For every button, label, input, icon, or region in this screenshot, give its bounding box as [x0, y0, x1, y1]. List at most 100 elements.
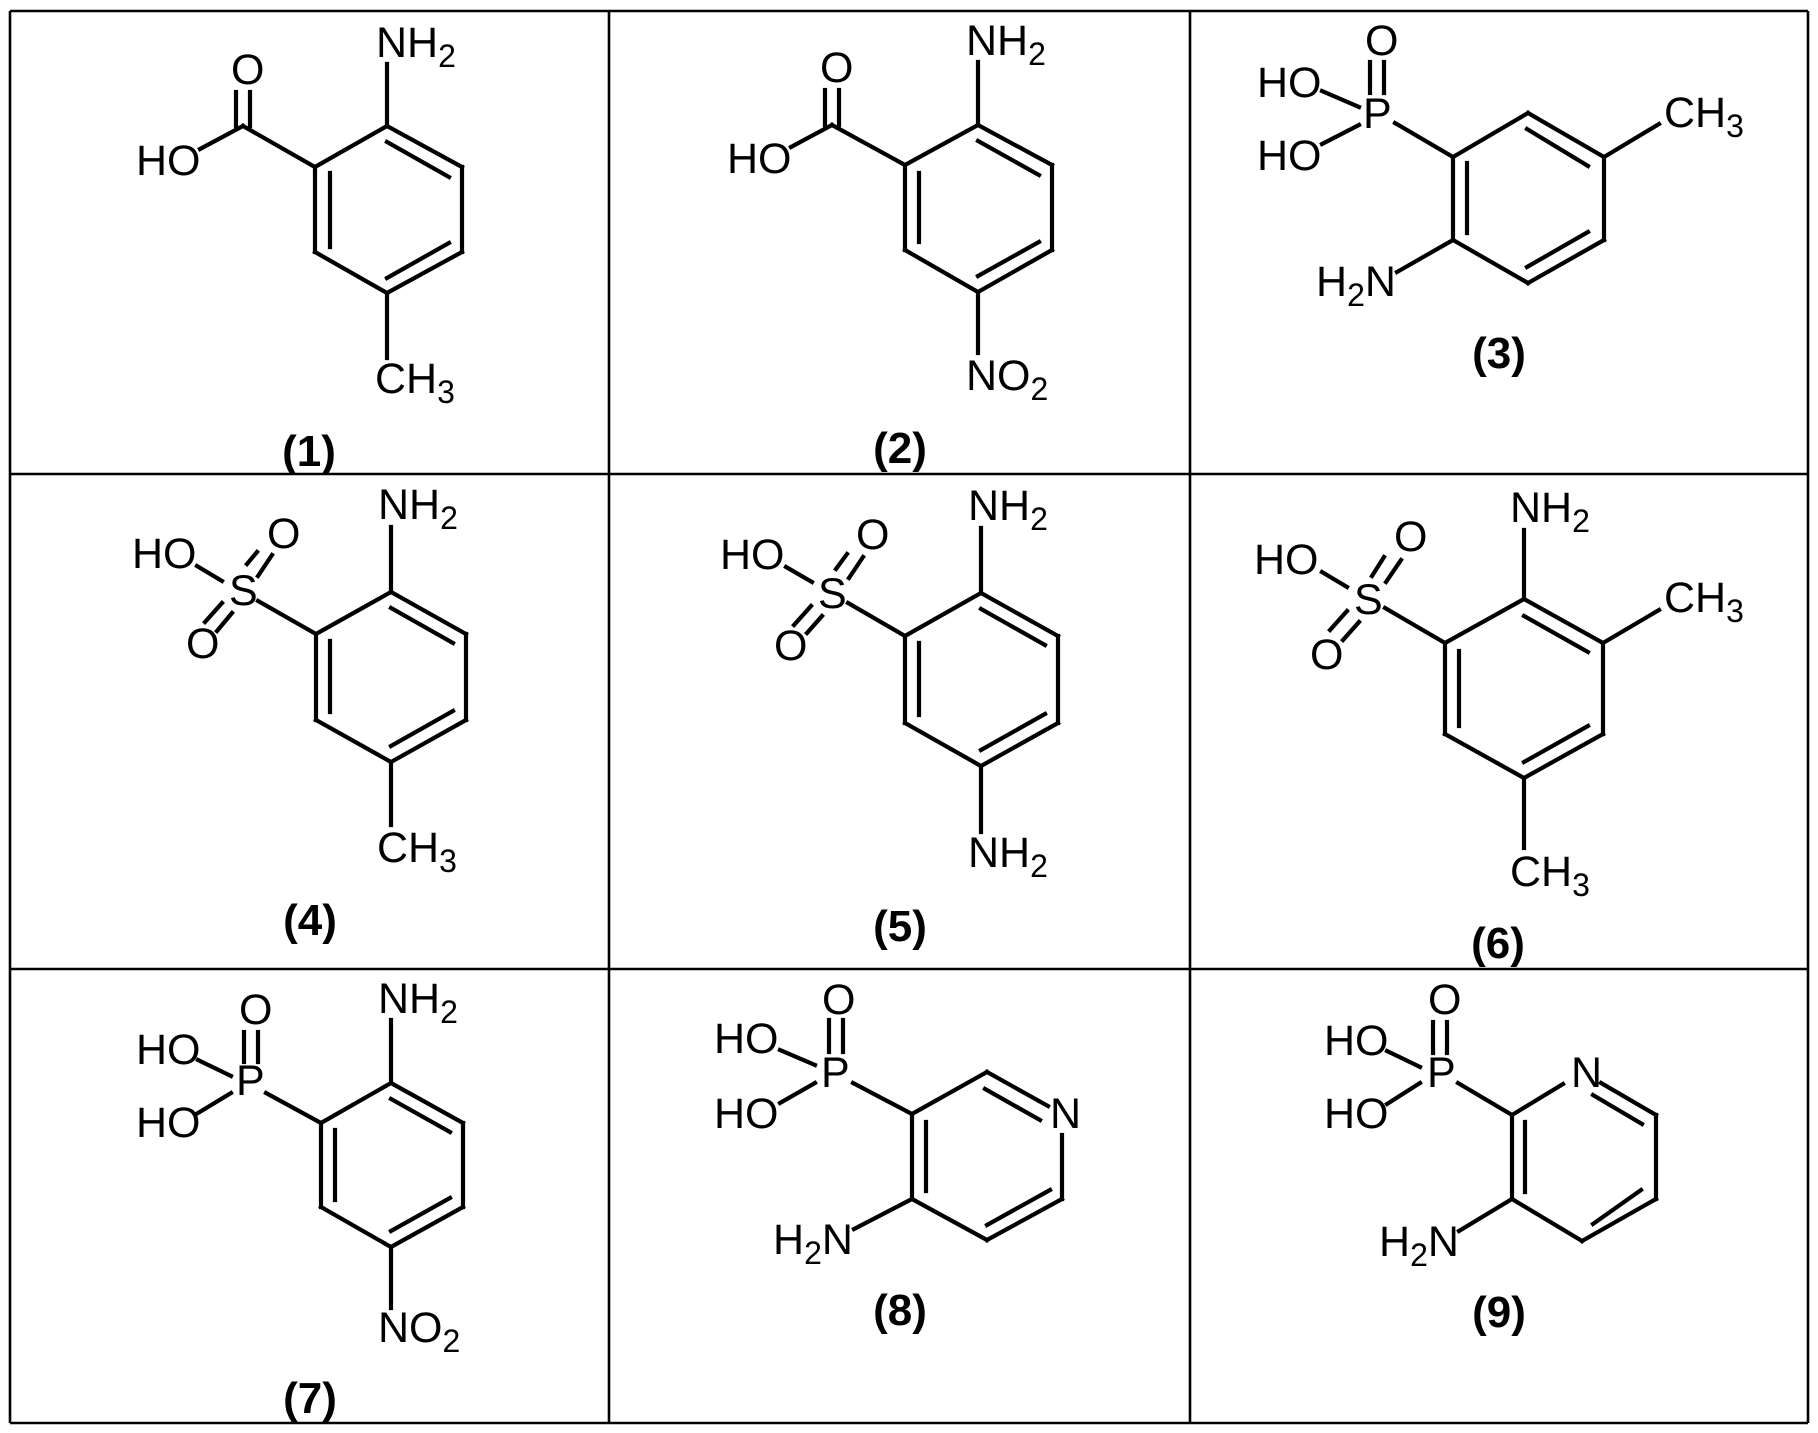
bond-line — [978, 720, 1061, 769]
bond-line — [1509, 1081, 1566, 1118]
bond-line — [388, 1096, 453, 1135]
atom-label: P — [1427, 1049, 1456, 1097]
atom-label: HO — [720, 531, 785, 579]
atom-label: NH2 — [378, 975, 458, 1030]
bond-line — [388, 1195, 453, 1234]
atom-label: CH3 — [377, 824, 457, 879]
atom-label: NH2 — [1510, 484, 1590, 539]
bond-line — [1382, 605, 1448, 646]
bond-line — [312, 123, 390, 170]
atom-label: H2N — [1379, 1218, 1459, 1273]
bond-line — [978, 590, 1061, 639]
bond-line — [829, 122, 908, 168]
atom-label: HO — [1324, 1017, 1389, 1065]
atom-label: O — [1365, 17, 1398, 65]
atom-label: CH3 — [375, 355, 455, 410]
atom-label: HO — [1257, 132, 1322, 180]
structure-bonds — [197, 61, 465, 361]
bond-line — [1521, 596, 1606, 646]
bond-line — [1383, 557, 1404, 585]
bond-line — [1521, 731, 1606, 781]
atom-label: HO — [132, 530, 197, 578]
bond-line — [388, 1080, 466, 1126]
atom-label: CH3 — [1664, 574, 1744, 629]
bond-line — [975, 247, 1055, 295]
bond-line — [1450, 237, 1531, 286]
atom-label: O — [820, 44, 853, 92]
compound-number-label: (8) — [873, 1286, 927, 1335]
bond-line — [1456, 1196, 1515, 1234]
bond-line — [791, 603, 814, 628]
bond-line — [978, 711, 1048, 753]
bond-line — [1579, 1196, 1659, 1244]
atom-label: S — [229, 567, 258, 615]
atom-label: O — [267, 510, 300, 558]
atom-label: CH3 — [1664, 89, 1744, 144]
bond-line — [1598, 1080, 1659, 1118]
table-grid — [8, 9, 1810, 1425]
bond-line — [388, 717, 469, 765]
atom-label: NO2 — [378, 1304, 460, 1359]
bond-line — [195, 1090, 234, 1116]
bond-line — [1601, 121, 1662, 160]
bond-line — [384, 139, 452, 180]
compound-number-label: (6) — [1471, 919, 1525, 968]
compound-cell-7: NH2 OP HO HO NO2 (7) — [136, 975, 466, 1423]
bond-line — [1525, 237, 1607, 286]
atom-label: HO — [714, 1090, 779, 1138]
atom-label: P — [236, 1057, 265, 1105]
bond-line — [1521, 723, 1591, 765]
structure-bonds — [1319, 527, 1662, 851]
bond-line — [783, 564, 815, 585]
bond-line — [1525, 110, 1607, 160]
structure-bonds — [194, 524, 469, 828]
bond-line — [902, 122, 981, 168]
atom-label: HO — [1257, 59, 1322, 107]
structure-bonds — [783, 525, 1061, 835]
bond-line — [313, 589, 394, 637]
bond-line — [194, 563, 225, 584]
bond-line — [777, 1080, 818, 1106]
bond-line — [975, 239, 1042, 279]
bond-line — [909, 1196, 990, 1243]
atom-label: O — [774, 622, 807, 670]
bond-line — [1450, 110, 1531, 160]
atom-label: HO — [136, 1026, 201, 1074]
bond-line — [1319, 88, 1362, 110]
bond-line — [1319, 569, 1350, 590]
bond-line — [1521, 613, 1591, 655]
compound-number-label: (9) — [1472, 1288, 1526, 1337]
bond-line — [1509, 1196, 1585, 1244]
bond-line — [804, 613, 825, 636]
bond-line — [984, 1187, 1053, 1228]
atom-label: NH2 — [966, 17, 1046, 72]
bond-line — [1455, 1080, 1515, 1118]
bond-line — [388, 605, 456, 646]
compound-number-label: (2) — [873, 424, 927, 473]
bond-line — [388, 708, 456, 749]
bond-line — [244, 549, 260, 567]
bond-line — [850, 1080, 915, 1117]
atom-label: O — [239, 986, 272, 1034]
bond-line — [984, 1069, 1051, 1109]
atom-label: H2N — [773, 1216, 853, 1271]
bond-line — [313, 717, 394, 765]
atom-label: HO — [727, 135, 792, 183]
bond-line — [982, 1086, 1043, 1123]
bond-line — [978, 606, 1048, 648]
bond-line — [1590, 1092, 1645, 1127]
structure-bonds — [1384, 1019, 1659, 1244]
atom-label: N — [1571, 1049, 1602, 1097]
atom-label: CH3 — [1510, 848, 1590, 903]
atom-label: NH2 — [376, 19, 456, 74]
compound-number-label: (5) — [873, 902, 927, 951]
atom-label: HO — [136, 1099, 201, 1147]
bond-line — [202, 600, 225, 625]
structure-bonds — [1319, 59, 1662, 286]
compound-number-label: (7) — [283, 1374, 337, 1423]
bond-line — [388, 589, 469, 637]
